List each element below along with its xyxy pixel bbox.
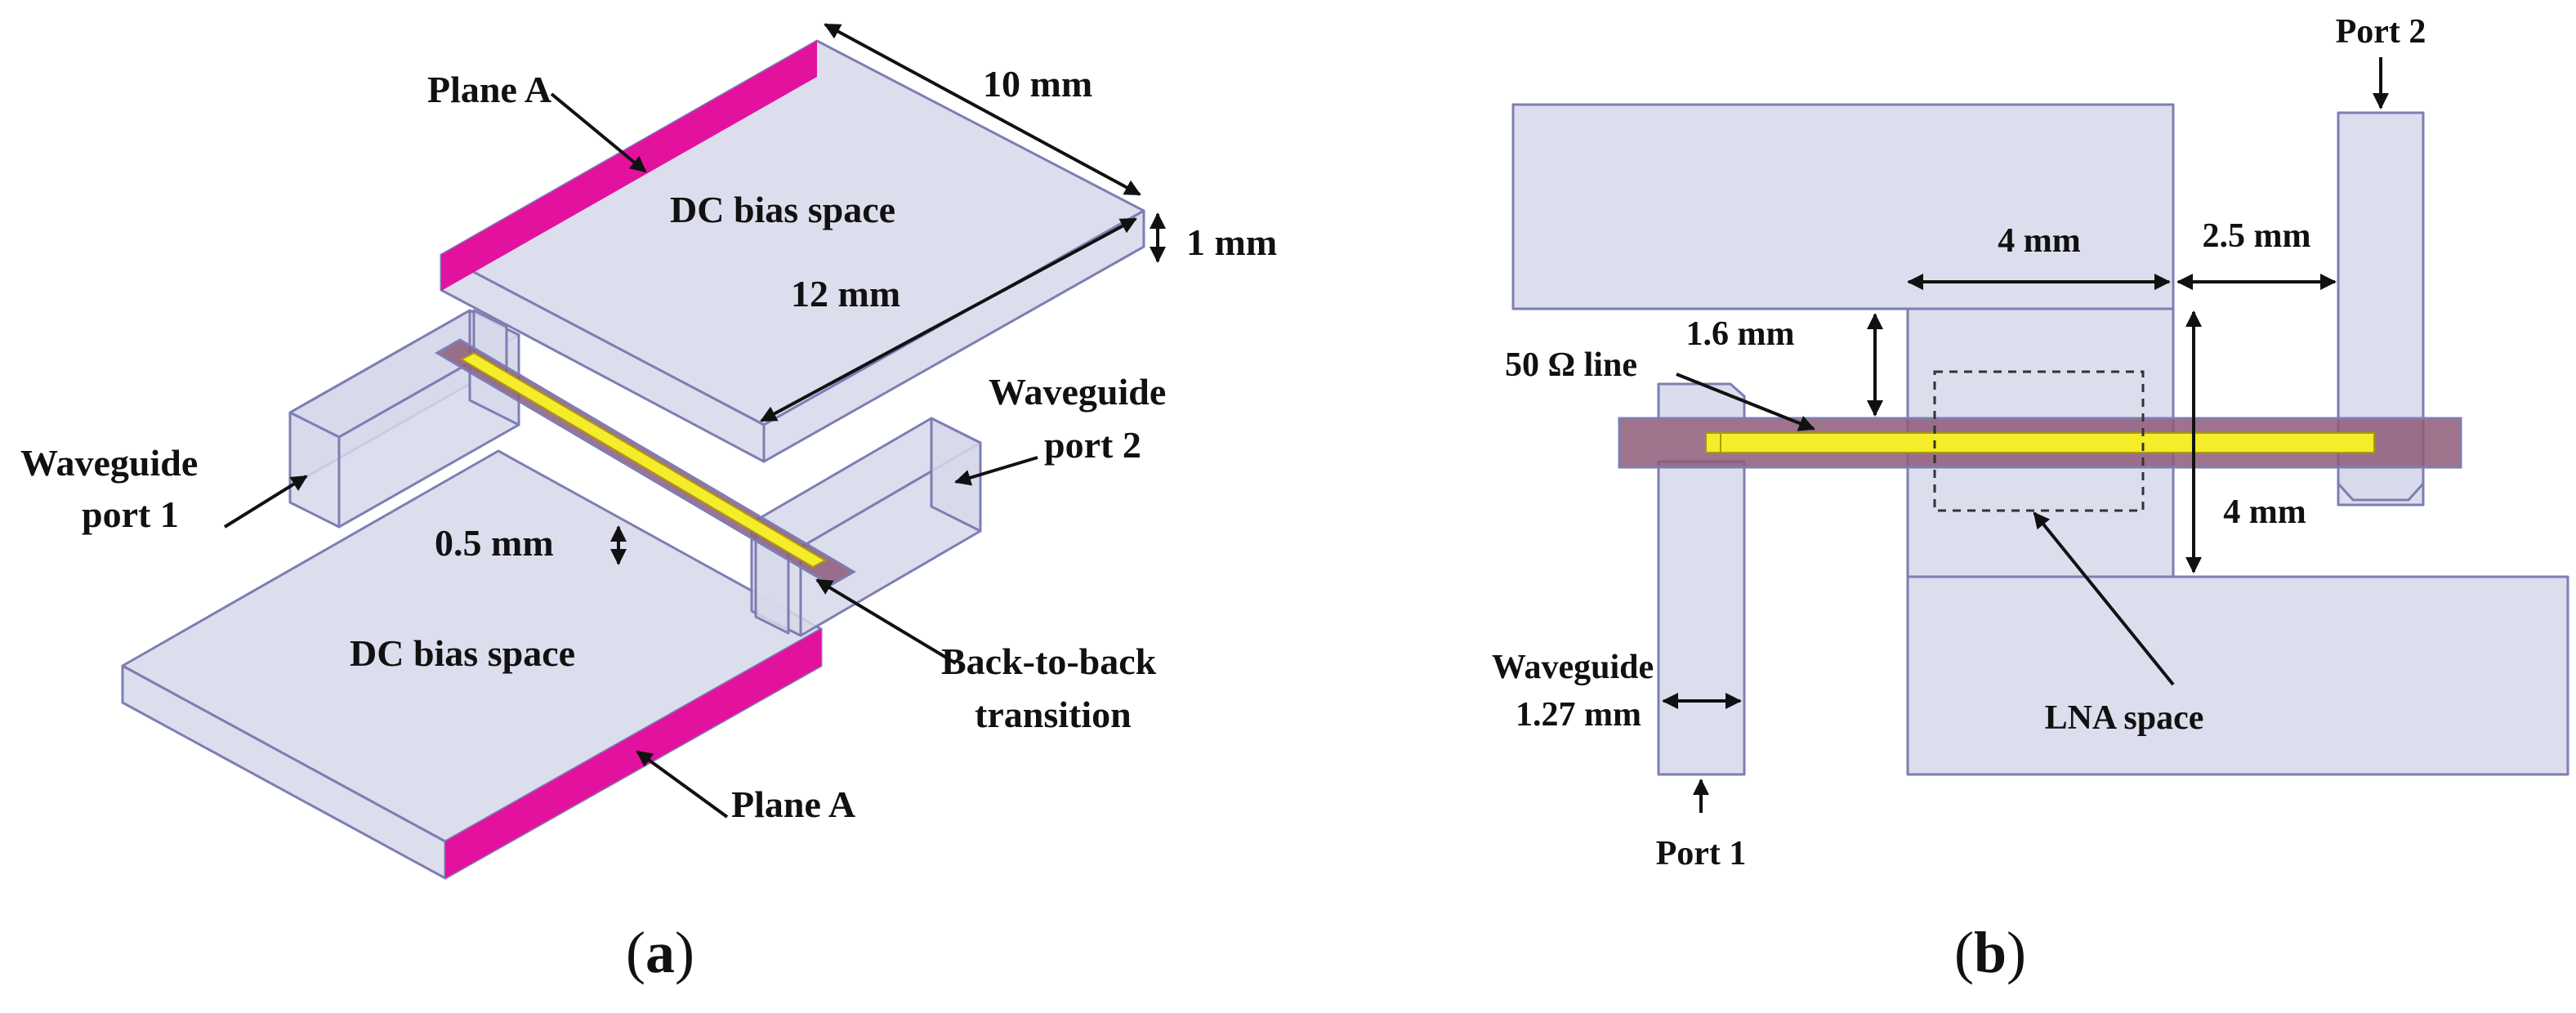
dc-bias-block-lower [1906, 575, 2569, 776]
line-pointer [1676, 373, 1815, 431]
label-dimension-1mm: 1 mm [1186, 221, 1277, 263]
dc-bias-block-upper [1511, 103, 2175, 310]
plane-a-bottom-pointer [636, 750, 729, 819]
label-plane-a-bottom: Plane A [731, 783, 855, 825]
label-dimension-0.5mm: 0.5 mm [435, 522, 554, 564]
microstrip-line [1705, 432, 2375, 453]
label-waveguide-line1: Waveguide [1492, 649, 1654, 686]
waveguide-port-1-block [1657, 460, 1746, 776]
label-waveguide-port-1-line2: port 1 [82, 493, 179, 535]
back-to-back-transition [435, 338, 856, 587]
waveguide-port-1-pointer [223, 475, 308, 529]
caption-b: (b) [1954, 920, 2026, 985]
panel-b-top-view: Port 2 4 mm 2.5 mm 1.6 mm 50 Ω line 4 mm… [1492, 13, 2569, 985]
port-2-lower-stub [2337, 466, 2425, 502]
lna-space-pointer [2033, 511, 2175, 686]
label-dimension-12mm: 12 mm [791, 273, 900, 315]
dimension-12mm-arrow [760, 217, 1137, 422]
label-lna-space: LNA space [2045, 699, 2204, 737]
panel-a-isometric-view: Plane A DC bias space 10 mm 1 mm 12 mm W… [20, 23, 1277, 985]
panel-a-annotations [223, 23, 1166, 819]
label-dimension-4mm-horizontal: 4 mm [1998, 222, 2080, 260]
label-dc-bias-top: DC bias space [670, 189, 895, 230]
lna-space-outline [1933, 370, 2145, 512]
label-waveguide-line2: 1.27 mm [1516, 696, 1641, 734]
waveguide-port-2-pointer [954, 456, 1038, 486]
label-waveguide-port-2-line2: port 2 [1044, 424, 1141, 466]
label-waveguide-port-1-line1: Waveguide [20, 442, 198, 484]
port-1-upper-stub [1657, 382, 1746, 420]
label-dc-bias-bottom: DC bias space [350, 632, 575, 674]
dimension-10mm-arrow [824, 23, 1141, 196]
label-transition-line2: transition [975, 694, 1132, 735]
label-port-1: Port 1 [1656, 835, 1747, 872]
label-transition-line1: Back-to-back [941, 640, 1157, 682]
label-dimension-1.6mm: 1.6 mm [1686, 315, 1795, 353]
microstrip-taper-left [1705, 432, 1721, 453]
transition-pointer [815, 578, 958, 665]
label-plane-a-top: Plane A [427, 69, 551, 110]
transition-microstrip [459, 351, 828, 569]
dc-bias-block-bottom [121, 449, 823, 880]
plane-a-bottom [445, 629, 821, 878]
label-waveguide-port-2-line1: Waveguide [989, 371, 1166, 413]
label-port-2: Port 2 [2336, 13, 2426, 51]
label-dimension-2.5mm: 2.5 mm [2203, 217, 2311, 255]
label-50-ohm-line: 50 Ω line [1505, 346, 1637, 384]
label-dimension-10mm: 10 mm [983, 63, 1092, 105]
plane-a-top-pointer [550, 92, 647, 173]
label-dimension-4mm-vertical: 4 mm [2223, 493, 2306, 531]
caption-a: (a) [626, 920, 694, 985]
